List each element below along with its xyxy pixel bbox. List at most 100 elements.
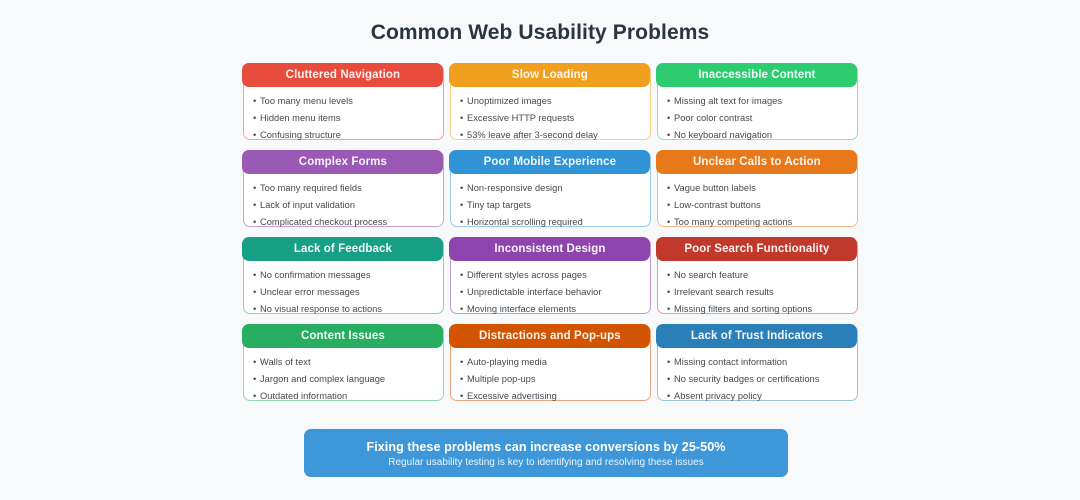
problem-card: Poor Mobile Experience •Non-responsive de… xyxy=(449,150,651,227)
list-item: •Excessive advertising xyxy=(460,388,644,405)
bullet-icon: • xyxy=(253,130,257,141)
problem-card-body: •Vague button labels•Low-contrast button… xyxy=(658,176,857,227)
list-item: •Excessive HTTP requests xyxy=(460,110,644,127)
bullet-icon: • xyxy=(253,357,257,367)
problem-card: Inaccessible Content•Missing alt text fo… xyxy=(656,63,858,140)
bullet-icon: • xyxy=(667,113,671,124)
list-item-label: No security badges or certifications xyxy=(674,374,820,385)
problem-card-body: •Missing alt text for images•Poor color … xyxy=(658,89,857,140)
problem-card-body: •Walls of text•Jargon and complex langua… xyxy=(244,350,443,401)
list-item-label: Missing alt text for images xyxy=(674,96,783,106)
list-item: •Too many competing actions xyxy=(667,214,851,231)
bullet-icon: • xyxy=(667,200,671,211)
bullet-icon: • xyxy=(253,217,257,228)
problem-card-body: •Too many menu levels•Hidden menu items•… xyxy=(244,89,443,141)
list-item-label: Walls of text xyxy=(260,357,311,367)
problem-card: Lack of Trust Indicators•Missing contact… xyxy=(656,324,858,401)
problem-card-body: •No search feature•Irrelevant search res… xyxy=(658,263,857,314)
list-item-label: Lack of input validation xyxy=(260,200,356,211)
bullet-icon: • xyxy=(667,374,671,385)
problem-card-body: •Non-responsive design•Tiny tap targets•… xyxy=(451,176,650,227)
problem-card: Content Issues•Walls of text•Jargon and … xyxy=(242,324,444,401)
bullet-icon: • xyxy=(667,270,671,280)
conclusion-banner: Fixing these problems can increase conve… xyxy=(304,429,788,477)
bullet-icon: • xyxy=(667,357,671,367)
problem-card-body: •Too many required fields•Lack of input … xyxy=(244,176,443,227)
list-item: •Poor color contrast xyxy=(667,110,851,127)
list-item-label: Too many menu levels xyxy=(260,96,353,106)
problem-card: Lack of Feedback•No confirmation message… xyxy=(242,237,444,315)
bullet-icon: • xyxy=(253,96,257,106)
list-item: •Absent privacy policy xyxy=(667,388,851,405)
problem-card-title: Content Issues xyxy=(242,324,444,349)
bullet-icon: • xyxy=(460,113,464,124)
problem-card-body: •Auto-playing media•Multiple pop-ups•Exc… xyxy=(451,350,650,401)
problem-card-body: •No confirmation messages•Unclear error … xyxy=(244,263,443,315)
problem-card: Complex Forms•Too many required fields•L… xyxy=(242,150,444,227)
list-item-label: Different styles across pages xyxy=(467,270,587,280)
list-item: •Tiny tap targets xyxy=(460,197,644,214)
list-item: •No security badges or certifications xyxy=(667,371,851,388)
problem-card-body: •Different styles across pages•Unpredict… xyxy=(451,263,650,314)
bullet-icon: • xyxy=(667,304,671,315)
list-item-label: Hidden menu items xyxy=(260,113,341,124)
list-item-label: Too many competing actions xyxy=(674,217,793,228)
list-item-label: Multiple pop-ups xyxy=(467,374,536,385)
list-item-label: Excessive HTTP requests xyxy=(467,113,575,124)
problem-card-title: Distractions and Pop-ups xyxy=(449,324,651,349)
list-item-label: Moving interface elements xyxy=(467,304,577,315)
bullet-icon: • xyxy=(667,96,671,106)
problem-card-title: Lack of Trust Indicators xyxy=(656,324,858,349)
bullet-icon: • xyxy=(253,270,257,280)
list-item: •Complicated checkout process xyxy=(253,214,437,231)
list-item: •Auto-playing media xyxy=(460,354,644,371)
list-item: •Moving interface elements xyxy=(460,301,644,318)
list-item-label: Unoptimized images xyxy=(467,96,552,106)
page-title: Common Web Usability Problems xyxy=(370,21,710,44)
list-item-label: Auto-playing media xyxy=(467,357,547,367)
list-item-label: Absent privacy policy xyxy=(674,391,762,402)
bullet-icon: • xyxy=(460,96,464,106)
list-item-label: No search feature xyxy=(674,270,749,280)
list-item-label: Horizontal scrolling required xyxy=(467,217,583,228)
problem-card: Distractions and Pop-ups•Auto-playing me… xyxy=(449,324,651,401)
list-item: •Unclear error messages xyxy=(253,284,437,301)
list-item-label: Confusing structure xyxy=(260,130,341,141)
list-item-label: Complicated checkout process xyxy=(260,217,388,228)
list-item-label: Vague button labels xyxy=(674,183,756,193)
bullet-icon: • xyxy=(460,270,464,280)
problem-card: Unclear Calls to Action•Vague button lab… xyxy=(656,150,858,227)
list-item-label: Irrelevant search results xyxy=(674,287,774,298)
problem-card-title: Inconsistent Design xyxy=(449,237,651,262)
list-item: •Irrelevant search results xyxy=(667,284,851,301)
list-item: •Unpredictable interface behavior xyxy=(460,284,644,301)
bullet-icon: • xyxy=(253,200,257,211)
list-item: •Non-responsive design xyxy=(460,180,644,197)
bullet-icon: • xyxy=(667,130,671,141)
list-item-label: Non-responsive design xyxy=(467,183,563,193)
bullet-icon: • xyxy=(460,304,464,315)
problem-card: Inconsistent Design•Different styles acr… xyxy=(449,237,651,314)
problem-card-title: Poor Mobile Experience xyxy=(449,150,651,175)
bullet-icon: • xyxy=(460,183,464,193)
list-item-label: No visual response to actions xyxy=(260,304,383,315)
list-item: •Too many menu levels xyxy=(253,93,437,110)
bullet-icon: • xyxy=(667,183,671,193)
list-item: •Hidden menu items xyxy=(253,110,437,127)
list-item: •Multiple pop-ups xyxy=(460,371,644,388)
list-item: •Missing filters and sorting options xyxy=(667,301,851,318)
bullet-icon: • xyxy=(253,113,257,124)
bullet-icon: • xyxy=(253,374,257,385)
bullet-icon: • xyxy=(460,200,464,211)
list-item: •Outdated information xyxy=(253,388,437,405)
list-item: •Horizontal scrolling required xyxy=(460,214,644,231)
problem-card-title: Cluttered Navigation xyxy=(242,63,444,88)
list-item-label: Excessive advertising xyxy=(467,391,557,402)
bullet-icon: • xyxy=(667,391,671,402)
bullet-icon: • xyxy=(460,374,464,385)
banner-title: Fixing these problems can increase conve… xyxy=(366,440,726,454)
list-item: •No keyboard navigation xyxy=(667,127,851,144)
list-item: •Lack of input validation xyxy=(253,197,437,214)
bullet-icon: • xyxy=(253,304,257,315)
